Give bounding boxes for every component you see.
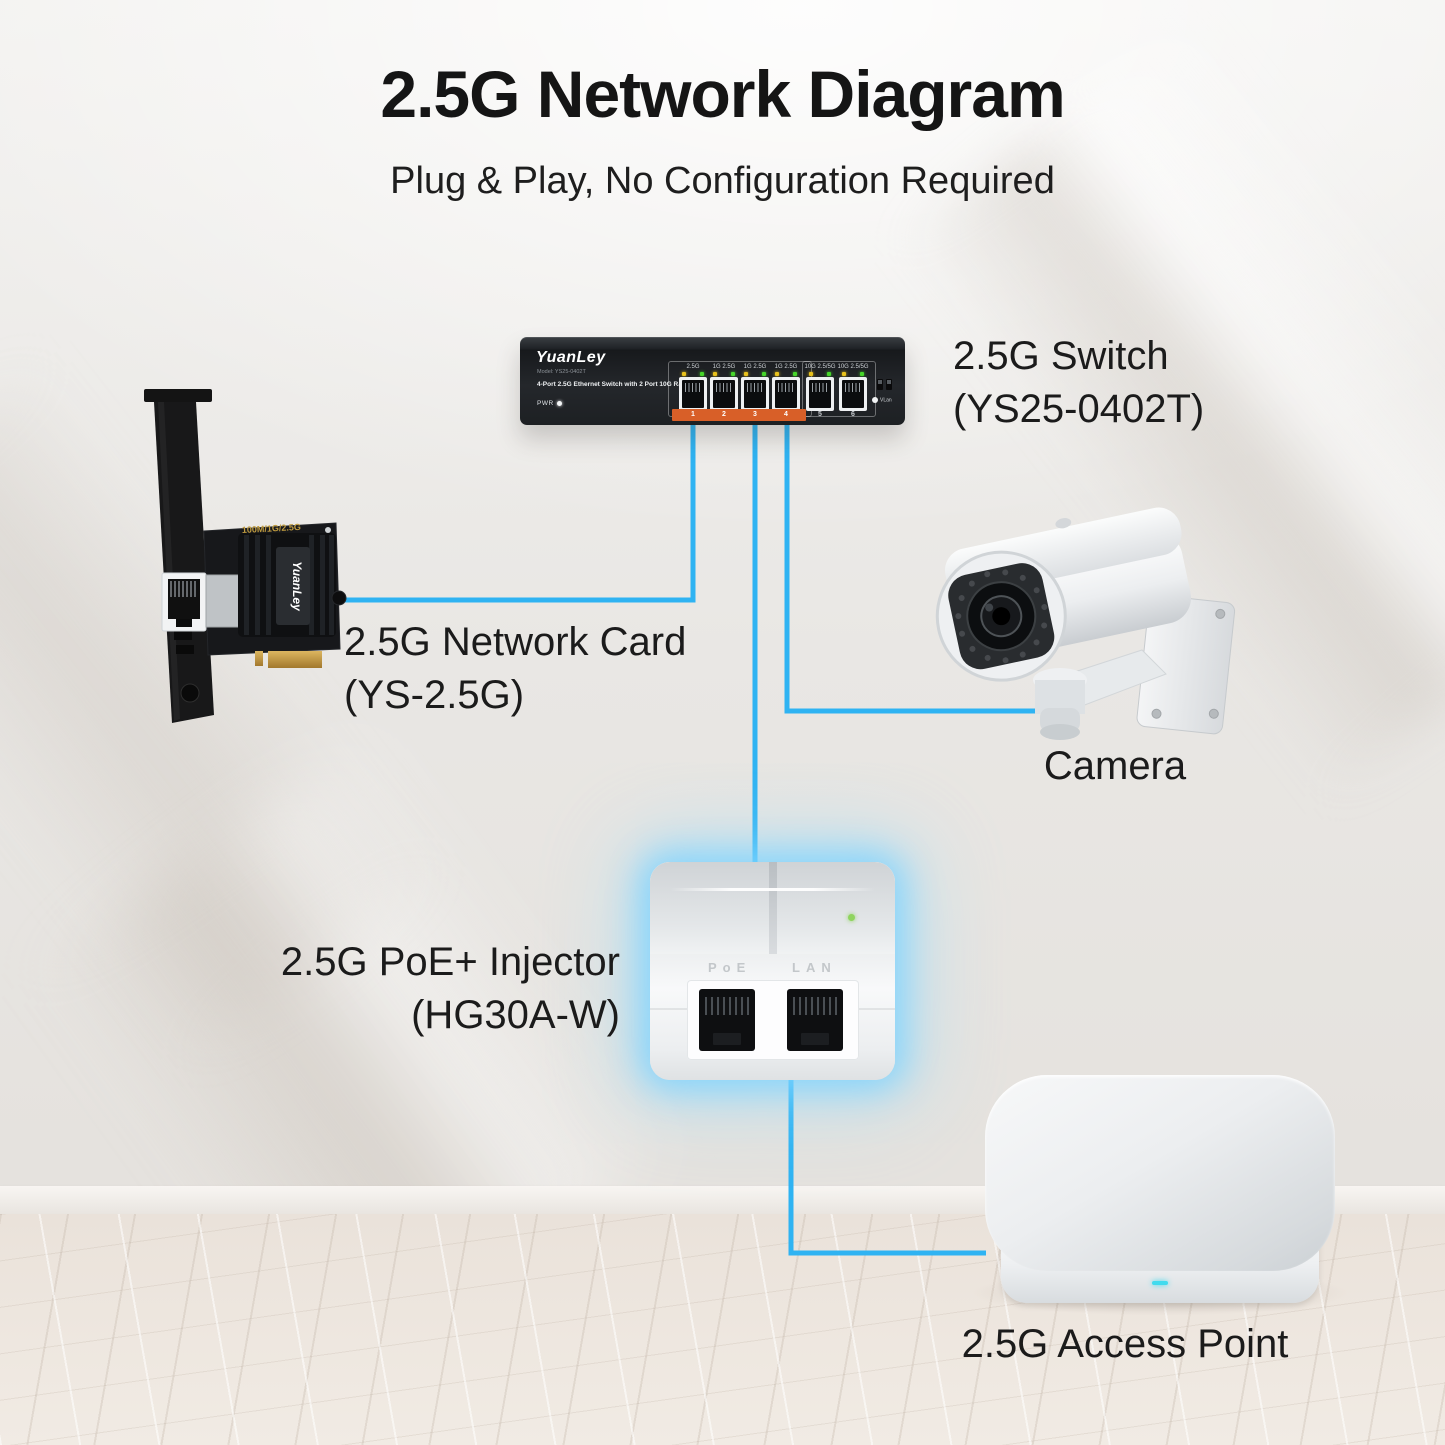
camera-label: Camera bbox=[1043, 744, 1187, 788]
port-led-yellow bbox=[713, 372, 717, 376]
cable-injector-to-ap bbox=[788, 1070, 986, 1256]
rj45-port-6: 10G 2.5/5G bbox=[837, 363, 869, 413]
port-led-green bbox=[731, 372, 735, 376]
lan-rj45-jack bbox=[787, 989, 843, 1051]
port-led-yellow bbox=[775, 372, 779, 376]
rj45-jack bbox=[679, 377, 707, 411]
access-point-label: 2.5G Access Point bbox=[961, 1322, 1289, 1366]
poe-port-label: PoE bbox=[708, 960, 752, 975]
ap-status-led bbox=[1152, 1281, 1168, 1285]
lan-port-label: LAN bbox=[792, 960, 837, 975]
switch-power-led: PWR bbox=[537, 400, 562, 407]
switch-brand: YuanLey bbox=[536, 349, 606, 366]
injector-top-face bbox=[650, 862, 895, 954]
port-number: 6 bbox=[851, 411, 855, 418]
poe-injector-device: PoE LAN bbox=[650, 862, 895, 1080]
rj45-jack bbox=[772, 377, 800, 411]
cable-knob bbox=[331, 590, 347, 606]
pcie-edge-connector bbox=[268, 651, 322, 668]
port-led-yellow bbox=[809, 372, 813, 376]
injector-label: 2.5G PoE+ Injector (HG30A-W) bbox=[280, 940, 620, 1037]
bracket-flange bbox=[144, 389, 212, 402]
camera-device bbox=[935, 507, 1236, 740]
power-led-icon bbox=[556, 400, 562, 406]
rj45-jack bbox=[839, 377, 867, 411]
bracket-screw-hole bbox=[180, 683, 200, 703]
port-number: 3 bbox=[753, 411, 757, 418]
injector-port-plate bbox=[687, 980, 859, 1060]
poe-rj45-jack bbox=[699, 989, 755, 1051]
injector-status-led bbox=[848, 914, 855, 921]
switch-model: Model: YS25-0402T bbox=[537, 369, 586, 375]
port-led-yellow bbox=[744, 372, 748, 376]
access-point-device bbox=[970, 1075, 1350, 1316]
injector-port-labels: PoE LAN bbox=[650, 960, 895, 976]
heatsink-badge bbox=[276, 547, 310, 625]
cable-switch-to-card bbox=[340, 416, 696, 603]
port-led-yellow bbox=[682, 372, 686, 376]
dip-switch bbox=[877, 379, 893, 391]
port-number: 4 bbox=[784, 411, 788, 418]
port-number: 5 bbox=[818, 411, 822, 418]
card-brand: YuanLey bbox=[290, 561, 304, 612]
rj45-jack bbox=[806, 377, 834, 411]
port-led-green bbox=[793, 372, 797, 376]
network-card-label: 2.5G Network Card (YS-2.5G) bbox=[344, 620, 687, 717]
port-led-green bbox=[700, 372, 704, 376]
port-shield bbox=[205, 574, 241, 628]
page-subtitle: Plug & Play, No Configuration Required bbox=[390, 160, 1055, 202]
switch-description: 4-Port 2.5G Ethernet Switch with 2 Port … bbox=[537, 381, 690, 388]
rj45-jack bbox=[741, 377, 769, 411]
port-led-yellow bbox=[842, 372, 846, 376]
network-card-device: 100M/1G/2.5G YuanLey bbox=[144, 389, 347, 723]
vlan-led: VLan bbox=[872, 397, 892, 403]
rj45-jack bbox=[710, 377, 738, 411]
port-number: 2 bbox=[722, 411, 726, 418]
ap-top-face bbox=[985, 1075, 1335, 1271]
port-led-green bbox=[827, 372, 831, 376]
port-led-green bbox=[762, 372, 766, 376]
vlan-led-icon bbox=[872, 397, 878, 403]
port-led-green bbox=[860, 372, 864, 376]
switch-device: YuanLey Model: YS25-0402T 4-Port 2.5G Et… bbox=[520, 337, 905, 425]
switch-label: 2.5G Switch (YS25-0402T) bbox=[953, 334, 1205, 431]
page-title: 2.5G Network Diagram bbox=[380, 57, 1065, 131]
port-number: 1 bbox=[691, 411, 695, 418]
